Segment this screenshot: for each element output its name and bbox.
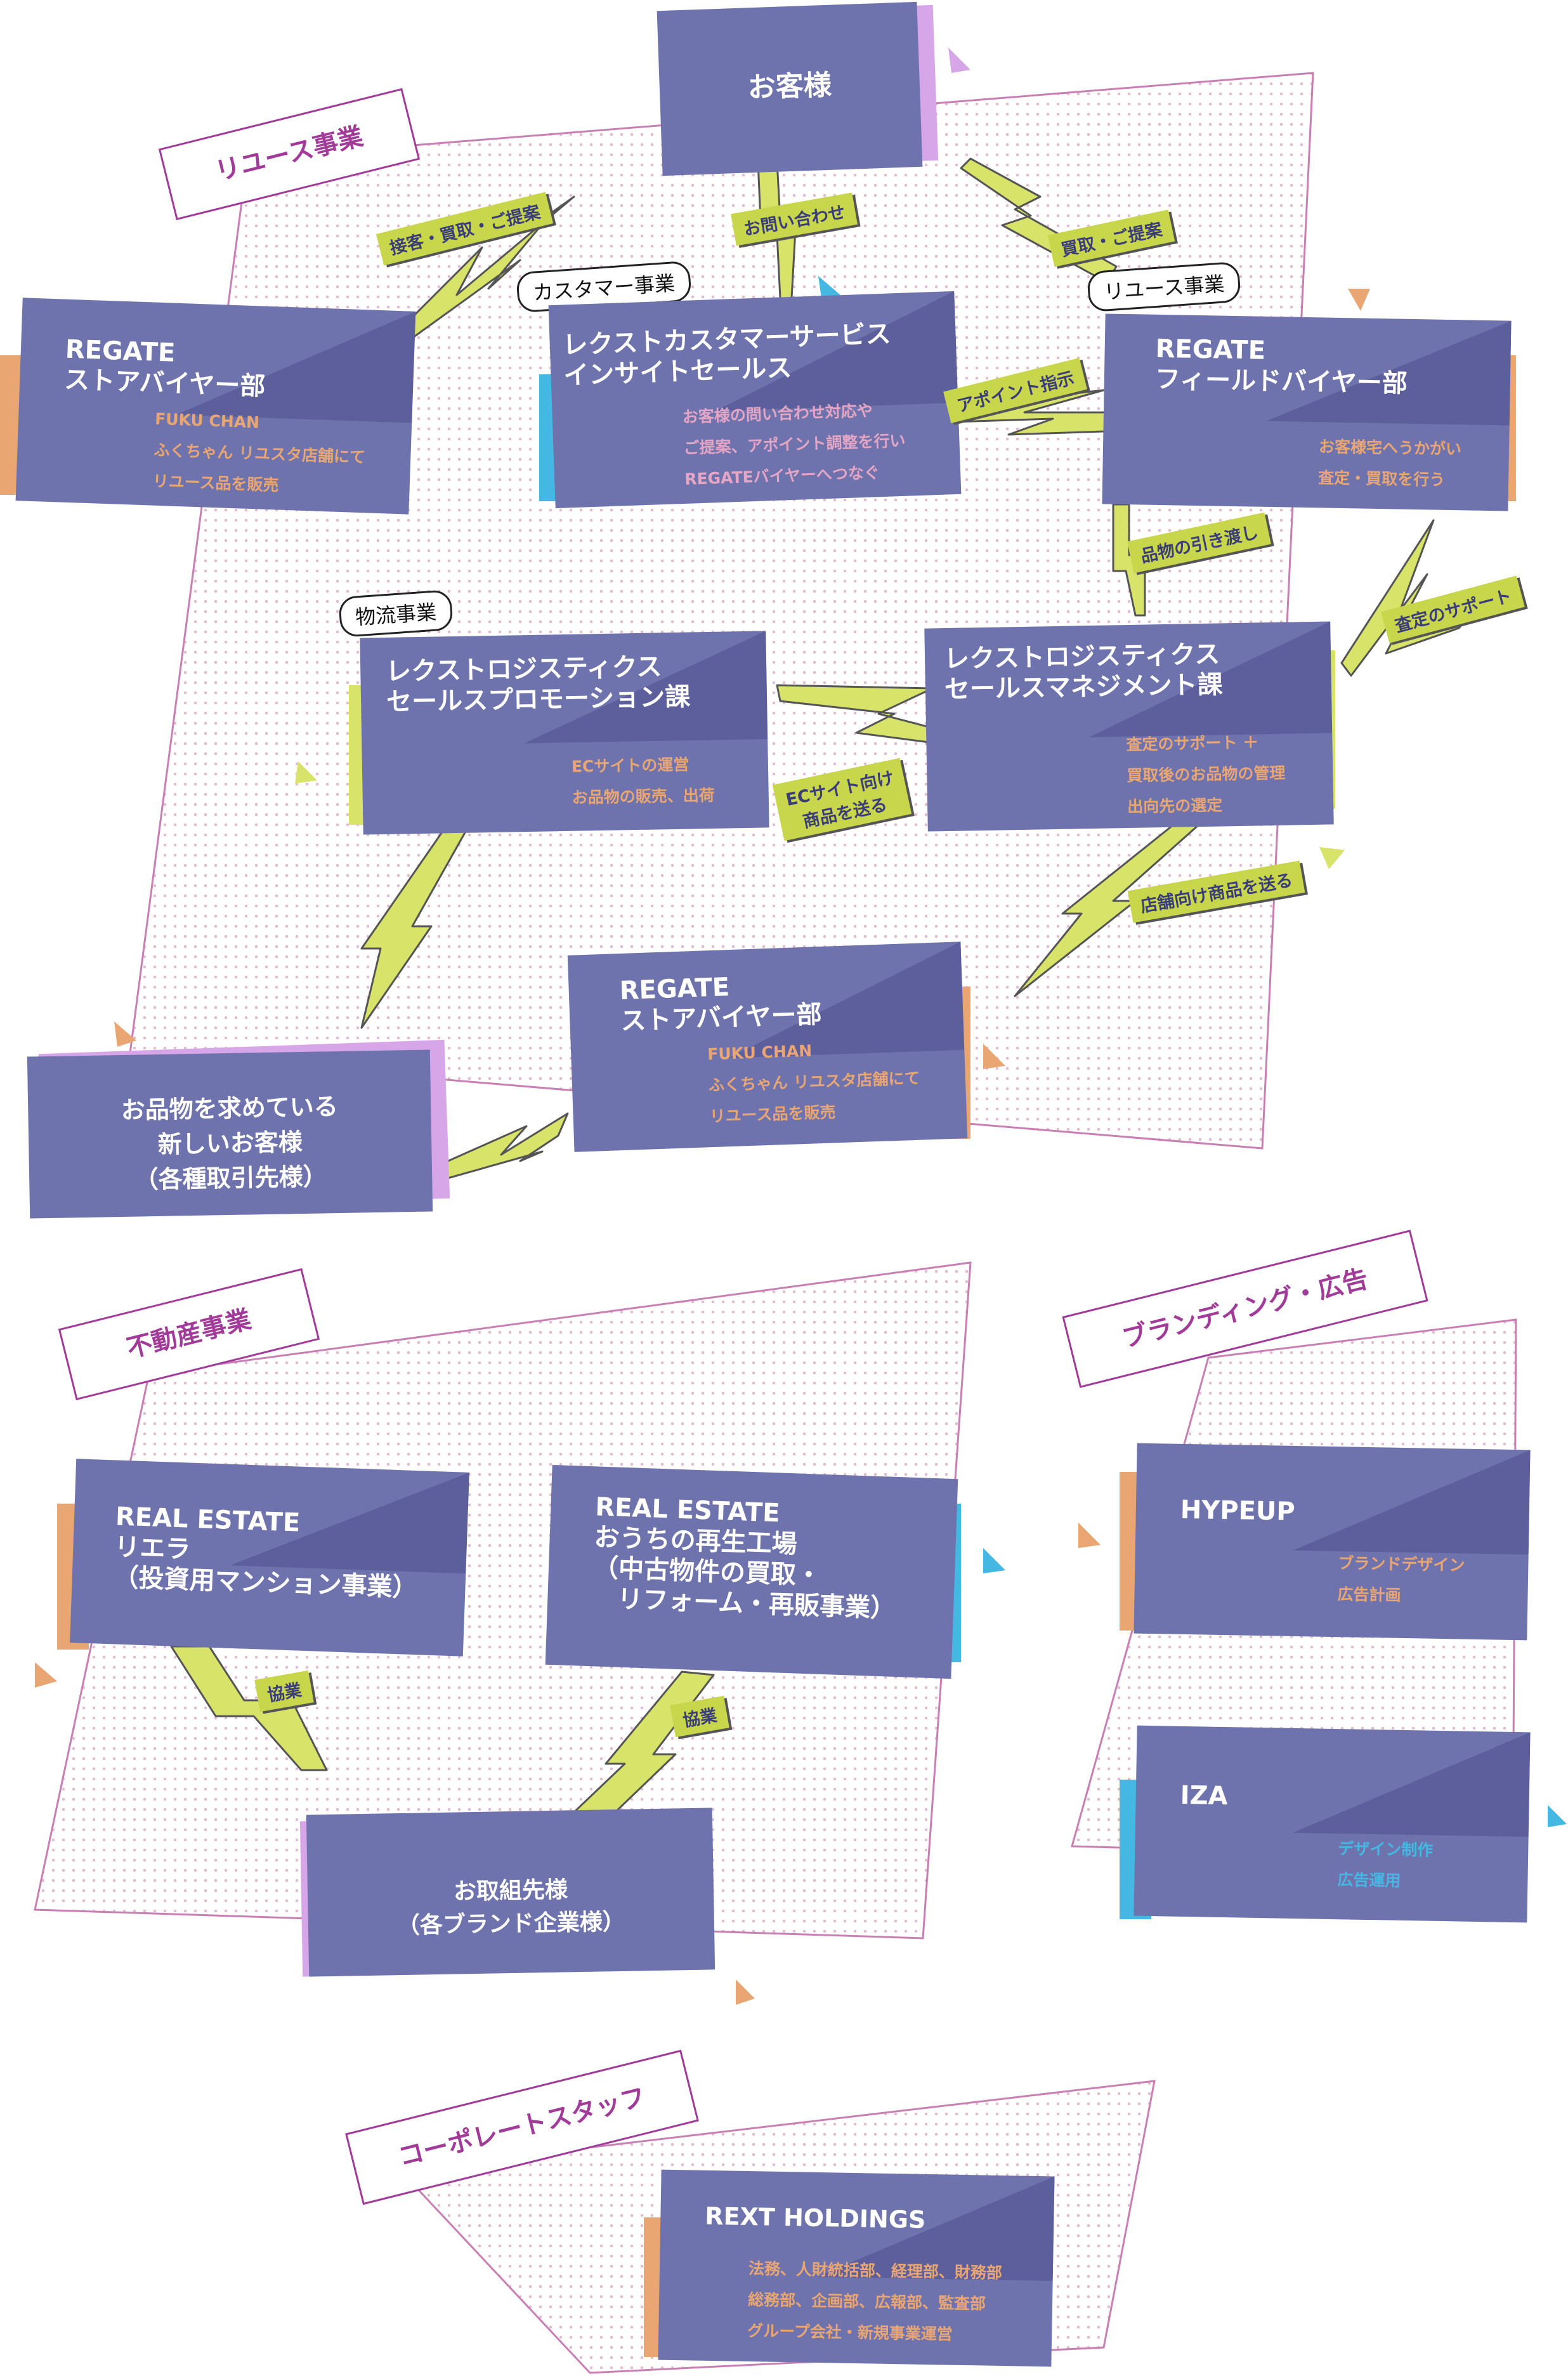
card-realestate-riera-title: REAL ESTATE リエラ （投資用マンション事業）: [112, 1502, 419, 1603]
decor-triangle: [983, 1548, 1005, 1573]
card-regate-store-2-desc: FUKU CHAN ふくちゃん リユスタ店舗にて リユース品を販売: [707, 1041, 921, 1126]
bolt-regate-to-customer: [395, 195, 575, 344]
card-iza-desc: デザイン制作 広告運用: [1337, 1839, 1434, 1890]
card-partners-body: お取組先様 （各ブランド企業様）: [306, 1808, 715, 1977]
card-iza-body: IZA デザイン制作 広告運用: [1134, 1725, 1531, 1923]
card-regate-store-1-body: REGATE ストアバイヤー部 FUKU CHAN ふくちゃん リユスタ店舗にて…: [15, 298, 416, 515]
card-realestate-factory-title: REAL ESTATE おうちの再生工場 （中古物件の買取・ リフォーム・再販事…: [591, 1492, 896, 1624]
decor-triangle: [736, 1979, 755, 2005]
card-regate-field-desc: お客様宅へうかがい 査定・買取を行う: [1317, 437, 1462, 489]
decor-triangle: [948, 48, 970, 73]
decor-triangle: [35, 1662, 57, 1688]
bolt-riera-to-partners: [170, 1645, 328, 1771]
card-customer-service-title: レクストカスタマーサービス インサイトセールス: [562, 319, 892, 391]
card-new-customers-body: お品物を求めている 新しいお客様 （各種取引先様）: [27, 1049, 433, 1219]
card-realestate-riera-body: REAL ESTATE リエラ （投資用マンション事業）: [70, 1459, 469, 1657]
decor-triangle: [1078, 1523, 1101, 1548]
card-iza: IZA デザイン制作 広告運用: [1120, 1725, 1531, 1923]
card-regate-store-2: REGATE ストアバイヤー部 FUKU CHAN ふくちゃん リユスタ店舗にて…: [567, 942, 970, 1152]
card-customer-service: レクストカスタマーサービス インサイトセールス お客様の問い合わせ対応や ご提案…: [539, 291, 962, 509]
card-rext-holdings-desc: 法務、人財統括部、経理部、財務部 総務部、企画部、広報部、監査部 グループ会社・…: [747, 2259, 1003, 2344]
card-hypeup-desc: ブランドデザイン 広告計画: [1337, 1554, 1465, 1605]
card-hypeup: HYPEUP ブランドデザイン 広告計画: [1120, 1443, 1531, 1641]
realestate-panel: [34, 1261, 972, 1940]
card-realestate-factory: REAL ESTATE おうちの再生工場 （中古物件の買取・ リフォーム・再販事…: [545, 1464, 961, 1679]
card-rext-holdings: REXT HOLDINGS 法務、人財統括部、経理部、財務部 総務部、企画部、広…: [644, 2169, 1055, 2367]
card-new-customers: お品物を求めている 新しいお客様 （各種取引先様）: [27, 1039, 450, 1219]
card-regate-field-body: REGATE フィールドバイヤー部 お客様宅へうかがい 査定・買取を行う: [1102, 313, 1512, 511]
customer-title: お客様: [747, 69, 832, 105]
card-hypeup-body: HYPEUP ブランドデザイン 広告計画: [1134, 1443, 1531, 1641]
card-rext-holdings-body: REXT HOLDINGS 法務、人財統括部、経理部、財務部 総務部、企画部、広…: [658, 2169, 1055, 2367]
card-partners: お取組先様 （各ブランド企業様）: [299, 1808, 715, 1977]
bolt-appraisal: [1340, 519, 1479, 677]
bolt-promo-to-new: [360, 824, 471, 1029]
card-regate-store-1-title: REGATE ストアバイヤー部: [63, 334, 266, 402]
card-regate-field-title: REGATE フィールドバイヤー部: [1154, 334, 1408, 398]
card-realestate-factory-body: REAL ESTATE おうちの再生工場 （中古物件の買取・ リフォーム・再販事…: [545, 1464, 958, 1679]
card-customer-service-body: レクストカスタマーサービス インサイトセールス お客様の問い合わせ対応や ご提案…: [548, 291, 962, 509]
bolt-store-to-new: [411, 1112, 569, 1188]
bubble-logistics-biz: 物流事業: [337, 589, 454, 638]
card-logistics-promo-body: レクストロジスティクス セールスプロモーション課 ECサイトの運営 お品物の販売…: [360, 631, 769, 835]
card-logistics-mgmt: レクストロジスティクス セールスマネジメント課 査定のサポート ＋ 買取後のお品…: [924, 621, 1335, 832]
decor-triangle: [1348, 289, 1370, 311]
decor-triangle: [983, 1044, 1005, 1069]
card-iza-title: IZA: [1180, 1780, 1228, 1811]
card-logistics-promo: レクストロジスティクス セールスプロモーション課 ECサイトの運営 お品物の販売…: [349, 631, 769, 835]
card-logistics-mgmt-body: レクストロジスティクス セールスマネジメント課 査定のサポート ＋ 買取後のお品…: [924, 621, 1334, 832]
customer-card: お客様: [657, 1, 939, 176]
decor-triangle: [818, 276, 840, 298]
card-regate-store-1: REGATE ストアバイヤー部 FUKU CHAN ふくちゃん リユスタ店舗にて…: [0, 298, 416, 515]
card-hypeup-title: HYPEUP: [1180, 1495, 1296, 1526]
card-regate-store-2-title: REGATE ストアバイヤー部: [618, 973, 823, 1037]
card-regate-store-1-desc: FUKU CHAN ふくちゃん リユスタ店舗にて リユース品を販売: [152, 409, 366, 495]
card-regate-field: REGATE フィールドバイヤー部 お客様宅へうかがい 査定・買取を行う: [1102, 313, 1516, 511]
decor-triangle: [114, 1021, 136, 1047]
card-realestate-riera: REAL ESTATE リエラ （投資用マンション事業）: [57, 1459, 469, 1657]
decor-triangle: [1319, 847, 1345, 869]
customer-card-body: お客様: [657, 1, 923, 176]
card-logistics-promo-title: レクストロジスティクス セールスプロモーション課: [385, 652, 691, 717]
card-partners-title: お取組先様 （各ブランド企業様）: [396, 1877, 626, 1940]
card-regate-store-2-body: REGATE ストアバイヤー部 FUKU CHAN ふくちゃん リユスタ店舗にて…: [567, 942, 968, 1152]
decor-triangle: [1548, 1805, 1567, 1827]
card-customer-service-desc: お客様の問い合わせ対応や ご提案、アポイント調整を行い REGATEバイヤーへつ…: [682, 401, 906, 489]
card-logistics-mgmt-desc: 査定のサポート ＋ 買取後のお品物の管理 出向先の選定: [1126, 733, 1286, 816]
card-logistics-promo-desc: ECサイトの運営 お品物の販売、出荷: [571, 755, 715, 807]
bolt-field-to-mgmt: [1112, 503, 1146, 617]
card-new-customers-title: お品物を求めている 新しいお客様 （各種取引先様）: [121, 1093, 339, 1194]
card-logistics-mgmt-title: レクストロジスティクス セールスマネジメント課: [943, 640, 1224, 705]
bolt-mgmt-to-store: [1014, 824, 1200, 997]
decor-triangle: [295, 761, 317, 784]
card-rext-holdings-title: REXT HOLDINGS: [705, 2202, 926, 2234]
